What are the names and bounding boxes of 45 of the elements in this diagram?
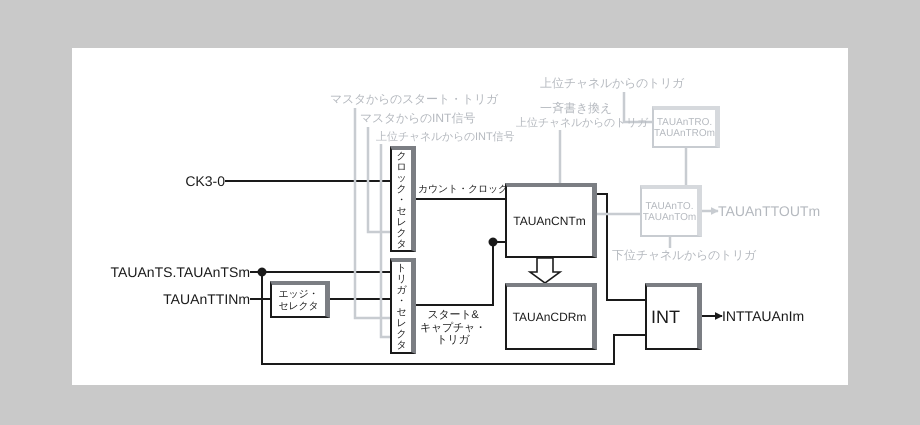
signal-line — [380, 144, 390, 338]
signal-line — [354, 108, 390, 320]
selector-label: トリガ・セレクタ — [396, 263, 406, 351]
register-box — [640, 185, 702, 237]
signal-label: TAUAnTTOUTm — [718, 202, 842, 220]
signal-line — [250, 298, 270, 300]
box-label: TAUAnTO. TAUAnTOm — [642, 200, 696, 224]
signal-label: マスタからのスタート・トリガ — [330, 92, 508, 108]
signal-line — [597, 212, 640, 216]
signal-label: 一斉書き換え — [540, 100, 612, 117]
arrow — [702, 207, 719, 215]
selector-box — [390, 258, 416, 354]
signal-label: マスタからのINT信号 — [360, 111, 492, 127]
box-label: エッジ・セレクタ — [278, 289, 320, 312]
register-box — [505, 283, 597, 350]
signal-line — [416, 198, 505, 200]
signal-line — [622, 92, 652, 124]
signal-line — [225, 180, 390, 182]
signal-label: 上位チャネルからのトリガ — [516, 116, 652, 130]
signal-line — [668, 237, 672, 248]
signal-line — [330, 298, 390, 300]
arrow — [702, 312, 723, 320]
signal-label: TAUAnTS.TAUAnTSm — [88, 263, 250, 281]
register-box — [270, 281, 330, 318]
register-box — [505, 183, 597, 258]
signal-label: INTTAUAnIm — [722, 307, 834, 325]
register-box — [652, 106, 720, 148]
register-box — [645, 283, 702, 350]
selector-label: クロック・セレクタ — [396, 150, 406, 250]
box-label: TAUAnCDRm — [512, 310, 586, 324]
signal-label: 上位チャネルからのINT信号 — [376, 130, 512, 144]
signal-line — [558, 130, 562, 183]
signal-line — [416, 241, 505, 306]
signal-label: TAUAnTTINm — [136, 290, 250, 308]
box-label: INT — [651, 307, 680, 328]
signal-label: 上位チャネルからのトリガ — [540, 76, 690, 92]
signal-label: CK3-0 — [140, 172, 225, 190]
signal-line — [597, 193, 645, 301]
signal-label: 下位チャネルからのトリガ — [612, 248, 758, 264]
signal-line — [366, 127, 390, 234]
signal-line — [684, 148, 688, 185]
box-label: TAUAnTRO. TAUAnTROm — [654, 116, 715, 140]
box-label: TAUAnCNTm — [513, 214, 586, 228]
block-arrow — [528, 257, 562, 284]
selector-box — [390, 146, 416, 252]
